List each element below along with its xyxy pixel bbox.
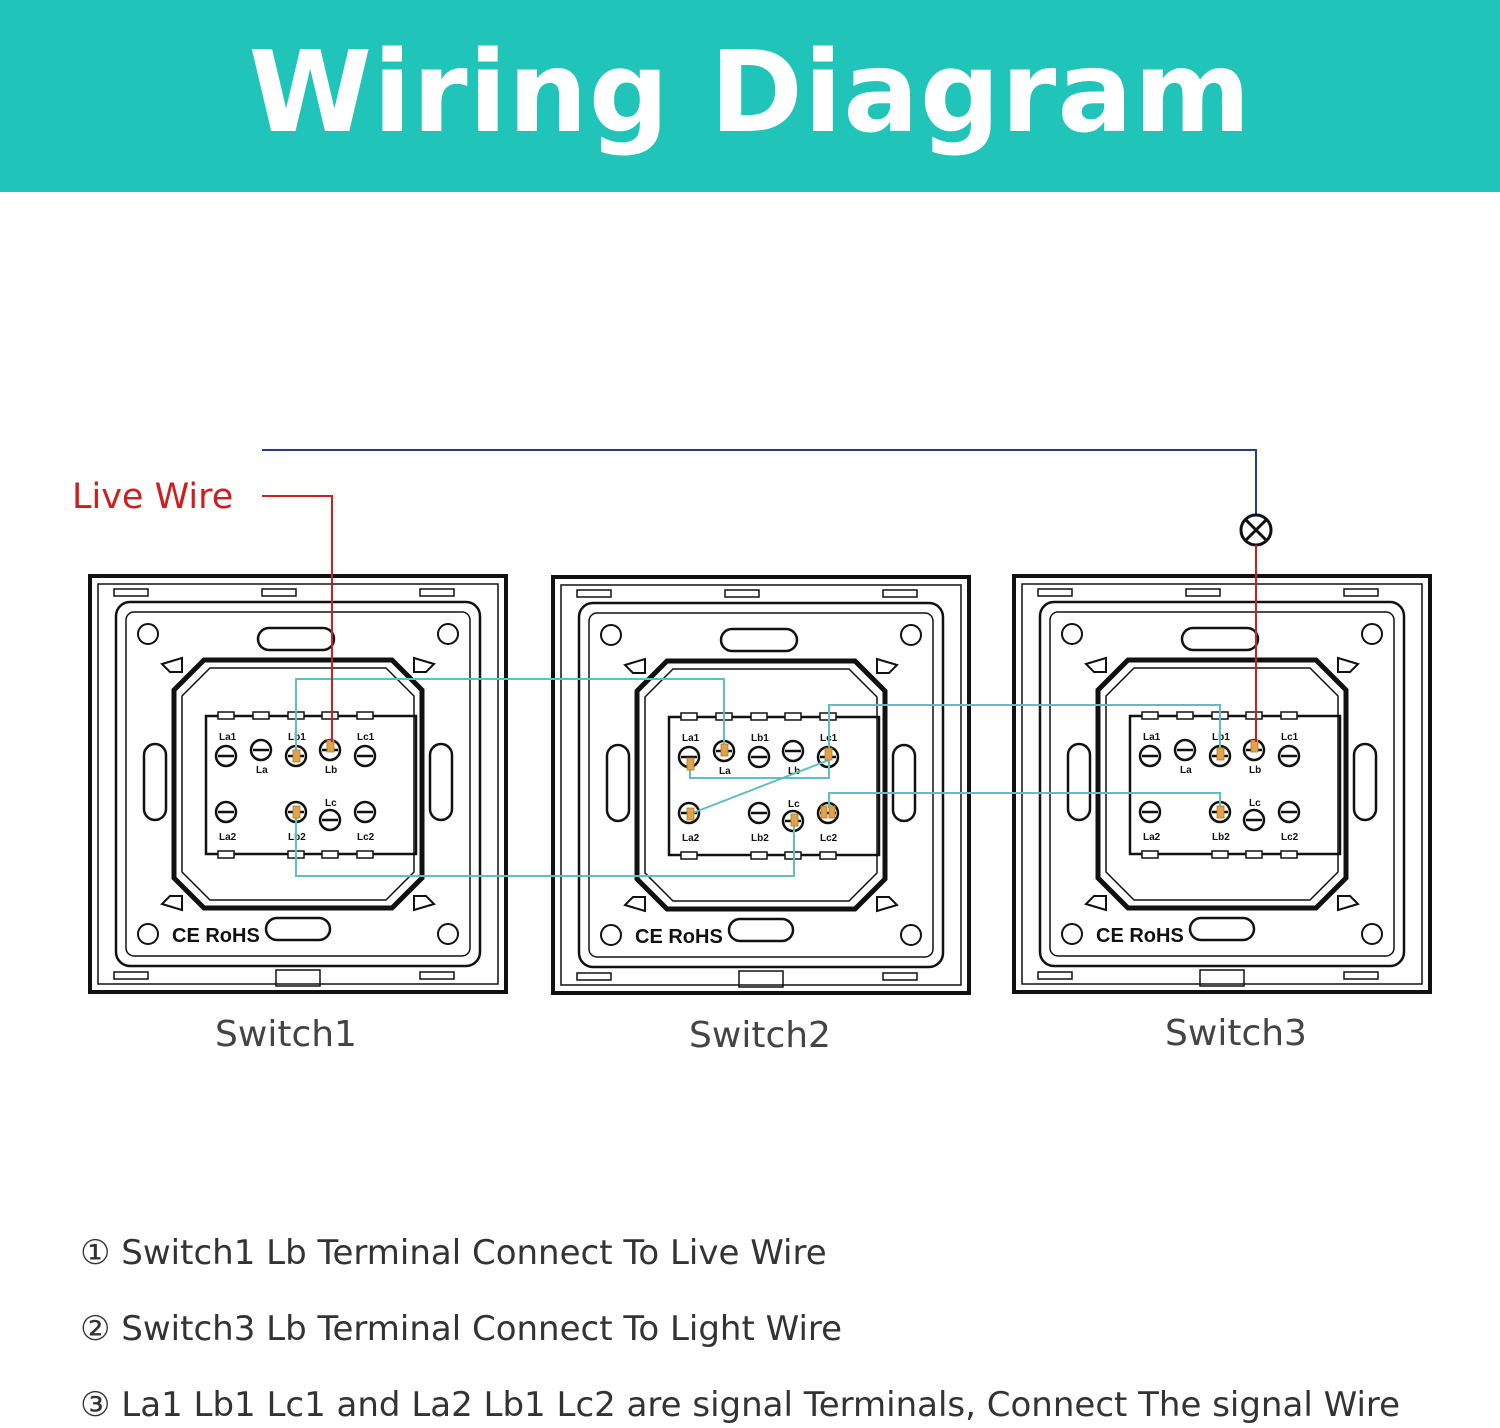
terminal-wire-ends <box>292 739 1259 827</box>
switch2-label: Switch2 <box>689 1015 831 1056</box>
terminal-label: Lc <box>325 798 337 809</box>
lamp-icon <box>1239 513 1273 547</box>
terminal-label: Lc2 <box>1281 832 1299 843</box>
terminal-label: Lc <box>788 799 800 810</box>
terminal-label: Lb <box>1249 765 1261 776</box>
terminal-label: La1 <box>682 733 700 744</box>
switch2-panel: CE RoHS La1 La Lb1 Lb Lc1 La2 Lb2 Lc Lc2 <box>553 577 969 993</box>
light-wire <box>262 449 1257 516</box>
terminal-label: Lb <box>788 766 800 777</box>
terminal-label: Lb2 <box>288 832 306 843</box>
signal-wires <box>295 678 1221 877</box>
title-banner: Wiring Diagram <box>0 0 1500 192</box>
terminal-label: Lb1 <box>288 732 306 743</box>
terminal-label: Lc <box>1249 798 1261 809</box>
wiring-diagram: CE RoHS La1 La Lb1 Lb Lc1 La2 Lb2 Lc Lc2… <box>72 449 1500 1056</box>
terminal-label: Lb2 <box>751 833 769 844</box>
note-3: ③ La1 Lb1 Lc1 and La2 Lb1 Lc2 are signal… <box>80 1385 1401 1425</box>
switch3-label: Switch3 <box>1165 1013 1307 1054</box>
terminal-label: Lb1 <box>1212 732 1230 743</box>
cert-marks: CE RoHS <box>172 925 260 947</box>
terminal-label: La <box>256 765 268 776</box>
note-2: ② Switch3 Lb Terminal Connect To Light W… <box>80 1309 843 1349</box>
switch1-label: Switch1 <box>215 1014 357 1055</box>
terminal-label: La2 <box>219 832 237 843</box>
page-title: Wiring Diagram <box>248 28 1252 158</box>
switch3-panel: CE RoHS La1 La Lb1 Lb Lc1 La2 Lb2 Lc Lc2 <box>1014 576 1430 992</box>
terminal-label: La2 <box>1143 832 1161 843</box>
note-1: ① Switch1 Lb Terminal Connect To Live Wi… <box>80 1233 827 1273</box>
terminal-label: Lb <box>325 765 337 776</box>
terminal-label: La <box>1180 765 1192 776</box>
cert-marks: CE RoHS <box>635 926 723 948</box>
cert-marks: CE RoHS <box>1096 925 1184 947</box>
terminal-label: Lb2 <box>1212 832 1230 843</box>
terminal-label: Lc1 <box>357 732 375 743</box>
terminal-label: La2 <box>682 833 700 844</box>
terminal-label: Lc1 <box>1281 732 1299 743</box>
terminal-label: Lc2 <box>357 832 375 843</box>
terminal-label: Lc2 <box>820 833 838 844</box>
switch1-panel: CE RoHS La1 La Lb1 Lb Lc1 La2 Lb2 Lc Lc2 <box>90 576 506 992</box>
terminal-label: La1 <box>1143 732 1161 743</box>
terminal-label: Lb1 <box>751 733 769 744</box>
live-wire-label: Live Wire <box>72 477 233 517</box>
terminal-label: La1 <box>219 732 237 743</box>
live-wire <box>262 495 333 742</box>
terminal-label: La <box>719 766 731 777</box>
